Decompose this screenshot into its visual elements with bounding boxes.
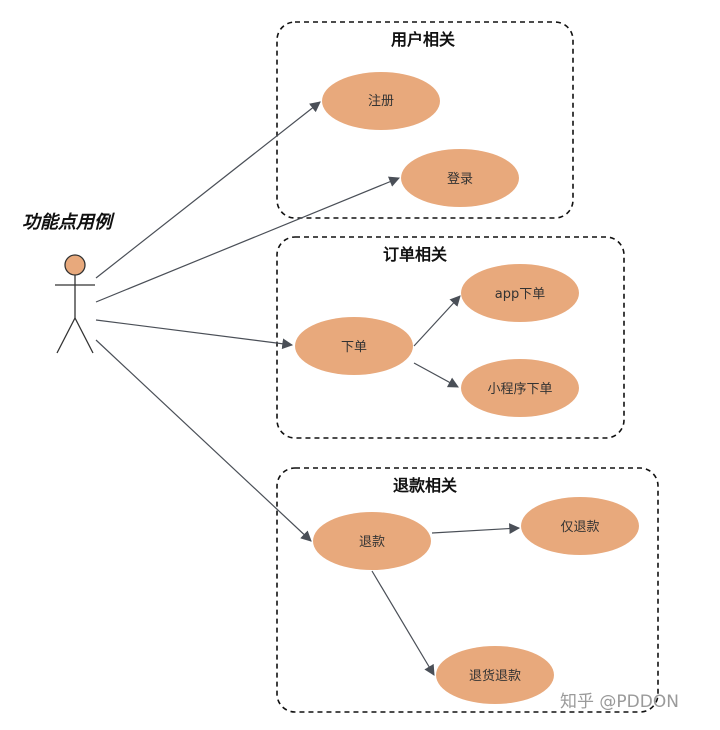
use-case-label: 注册 <box>368 94 394 109</box>
use-case-label: 小程序下单 <box>487 382 552 397</box>
arrow-actor-register <box>95 101 321 279</box>
group-user: 用户相关 <box>276 21 574 219</box>
actor <box>55 254 95 354</box>
use-case-shape <box>461 264 579 322</box>
use-case-app-order: app下单 <box>461 264 579 322</box>
use-case-label: 下单 <box>341 340 367 355</box>
group-box-refund <box>276 467 659 713</box>
arrow-actor-refund <box>95 339 312 542</box>
arrow-actor-login <box>95 176 400 303</box>
group-box-order <box>276 236 625 439</box>
use-case-refund-only: 仅退款 <box>521 497 639 555</box>
group-title-user: 用户相关 <box>391 30 455 49</box>
use-case-shape <box>436 646 554 704</box>
use-case-refund: 退款 <box>313 512 431 570</box>
use-case-label: 退款 <box>359 535 385 550</box>
use-case-label: 登录 <box>447 172 473 187</box>
use-case-label: 退货退款 <box>469 668 521 684</box>
use-case-shape <box>313 512 431 570</box>
use-case-return-refund: 退货退款 <box>436 646 554 704</box>
use-case-shape <box>521 497 639 555</box>
actor-head-icon <box>64 254 86 276</box>
use-case-place-order: 下单 <box>295 317 413 375</box>
use-case-label: 仅退款 <box>560 520 599 535</box>
use-case-label: app下单 <box>495 287 545 302</box>
arrow-refund-return-refund <box>371 570 435 676</box>
use-case-shape <box>461 359 579 417</box>
watermark: 知乎 @PDDON <box>560 692 679 712</box>
use-case-shape <box>295 317 413 375</box>
actor-left-leg <box>56 317 76 354</box>
relations <box>95 101 521 676</box>
actor-right-leg <box>74 317 94 354</box>
group-order: 订单相关 <box>276 236 625 439</box>
use-case-shape <box>322 72 440 130</box>
arrow-place-order-app-order <box>413 295 461 347</box>
use-case-shape <box>401 149 519 207</box>
group-box-user <box>276 21 574 219</box>
group-refund: 退款相关 <box>276 467 659 713</box>
use-case-register: 注册 <box>322 72 440 130</box>
arrow-refund-refund-only <box>431 523 521 534</box>
arrow-actor-place-order <box>95 319 294 350</box>
actor-label: 功能点用例 <box>22 212 115 233</box>
use-case-login: 登录 <box>401 149 519 207</box>
group-title-refund: 退款相关 <box>393 476 457 495</box>
arrow-place-order-miniapp-order <box>413 362 459 388</box>
group-title-order: 订单相关 <box>383 245 447 264</box>
use-case-miniapp-order: 小程序下单 <box>461 359 579 417</box>
